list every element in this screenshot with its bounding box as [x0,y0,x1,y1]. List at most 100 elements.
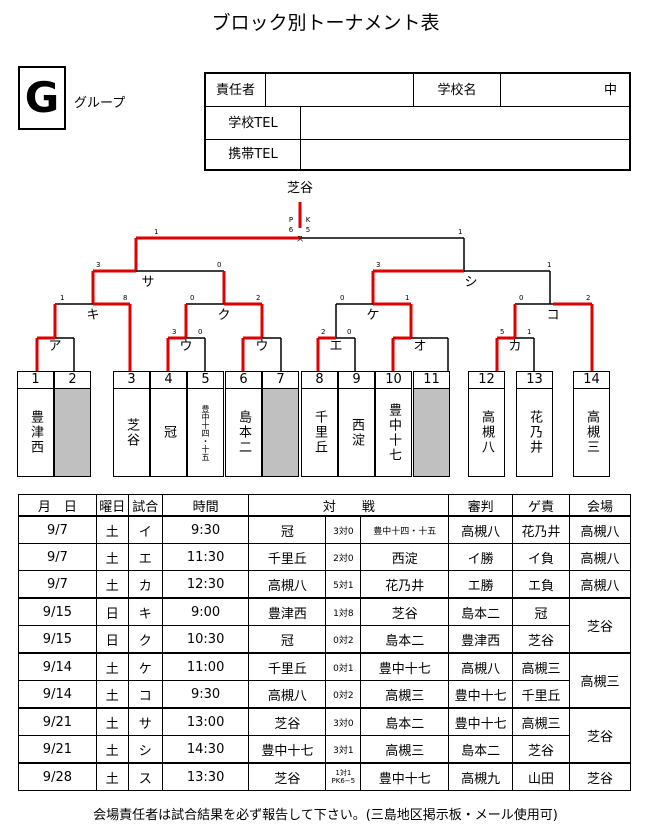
schedule-venue: 高槻八 [569,543,631,571]
match-ka-left-score: 5 [500,328,504,336]
match-ke-label: ケ [366,308,379,323]
schedule-home-team: 芝谷 [248,762,327,791]
header-date: 月 日 [18,494,97,517]
schedule-score: 1対8 [325,597,362,626]
schedule-away-team: 西淀 [360,543,450,571]
schedule-score: 5対1 [325,570,362,599]
group-label: グループ [74,96,126,111]
schedule-date: 9/15 [18,597,97,626]
match-sa-label: サ [141,275,154,290]
schedule-time: 12:30 [161,570,250,599]
schedule-date: 9/7 [18,570,97,599]
schedule-day: 土 [95,515,129,544]
schedule-score: 0対2 [325,625,362,654]
school-name-field[interactable]: 中 [501,74,629,107]
team-name: 豊中十七 [386,402,401,463]
schedule-day: 土 [95,762,129,791]
match-u-label: ウ [255,339,268,354]
schedule-away-team: 豊中十七 [360,762,450,791]
schedule-home-team: 豊津西 [248,597,327,626]
schedule-referee: 高槻八 [448,515,514,544]
team-number: 14 [573,371,610,389]
match-i-left-score: 3 [172,328,176,336]
schedule-game-duty: 高槻三 [512,652,571,681]
mobile-tel-label: 携帯TEL [206,140,301,169]
match-ku-label: ク [217,308,230,323]
school-tel-label: 学校TEL [206,107,301,140]
schedule-referee: 豊中十七 [448,707,514,736]
final-right-score: 1 [458,228,462,236]
match-ko-left-score: 0 [519,294,523,302]
match-shi-left-score: 3 [376,261,380,269]
schedule-score-pk: PK6−5 [331,777,356,785]
responsible-label: 責任者 [206,74,266,107]
schedule-referee: 高槻八 [448,652,514,681]
schedule-match: エ [127,543,163,571]
schedule-date: 9/14 [18,680,97,709]
info-form: 責任者 学校名 中 学校TEL 携帯TEL [204,72,631,171]
schedule-header-row: 月 日 曜日 試合 時間 対 戦 審判 ゲ責 会場 [18,494,631,517]
schedule-date: 9/21 [18,707,97,736]
team-name-cell: 豊中十四・十五 [187,388,224,477]
match-ko-label: コ [546,308,559,323]
schedule-time: 14:30 [161,735,250,764]
schedule-referee: 島本二 [448,735,514,764]
schedule-time: 9:30 [161,680,250,709]
team-number: 11 [413,371,450,389]
team-number: 4 [150,371,187,389]
schedule-date: 9/7 [18,515,97,544]
mobile-tel-field[interactable] [301,140,629,169]
match-ku-left-score: 0 [190,294,194,302]
match-sa-left-score: 3 [96,261,100,269]
final-pk-left-label: P [289,216,293,224]
schedule-day: 土 [95,707,129,736]
schedule-time: 11:00 [161,652,250,681]
team-name: 豊中十四・十五 [201,404,210,461]
team-name-cell [413,388,450,477]
match-ki-right-score: 8 [123,294,127,302]
final-pk-left-score: 6 [289,226,294,234]
schedule-away-team: 島本二 [360,625,450,654]
match-ki-label: キ [86,308,99,323]
schedule-referee: 豊津西 [448,625,514,654]
responsible-field[interactable] [266,74,414,107]
school-name-label: 学校名 [414,74,501,107]
team-number: 13 [516,371,553,389]
schedule-score: 0対2 [325,680,362,709]
schedule-referee: 高槻九 [448,762,514,791]
schedule-home-team: 冠 [248,515,327,544]
schedule-game-duty: 冠 [512,597,571,626]
team-name: 冠 [161,425,176,440]
schedule-home-team: 芝谷 [248,707,327,736]
schedule-day: 土 [95,652,129,681]
schedule-match: ケ [127,652,163,681]
schedule-venue: 高槻八 [569,515,631,544]
schedule-day: 土 [95,680,129,709]
schedule-match: ク [127,625,163,654]
team-name-cell: 豊津西 [17,388,54,477]
schedule-game-duty: 芝谷 [512,625,571,654]
team-number: 12 [468,371,505,389]
match-i-label: ウ [179,339,192,354]
schedule-game-duty: 高槻三 [512,707,571,736]
match-ke-right-score: 1 [405,294,409,302]
team-name-cell: 高槻八 [468,388,505,477]
match-e-left-score: 2 [321,328,325,336]
schedule-day: 土 [95,543,129,571]
school-tel-field[interactable] [301,107,629,140]
schedule-date: 9/21 [18,735,97,764]
team-number: 6 [225,371,262,389]
schedule-date: 9/7 [18,543,97,571]
schedule-date: 9/15 [18,625,97,654]
schedule-score-main: 1対1 [335,769,352,777]
team-name-cell: 芝谷 [113,388,150,477]
schedule-game-duty: イ負 [512,543,571,571]
schedule-venue: 高槻八 [569,570,631,599]
final-pk-right-label: K [306,216,311,224]
team-name: 芝谷 [124,417,139,448]
